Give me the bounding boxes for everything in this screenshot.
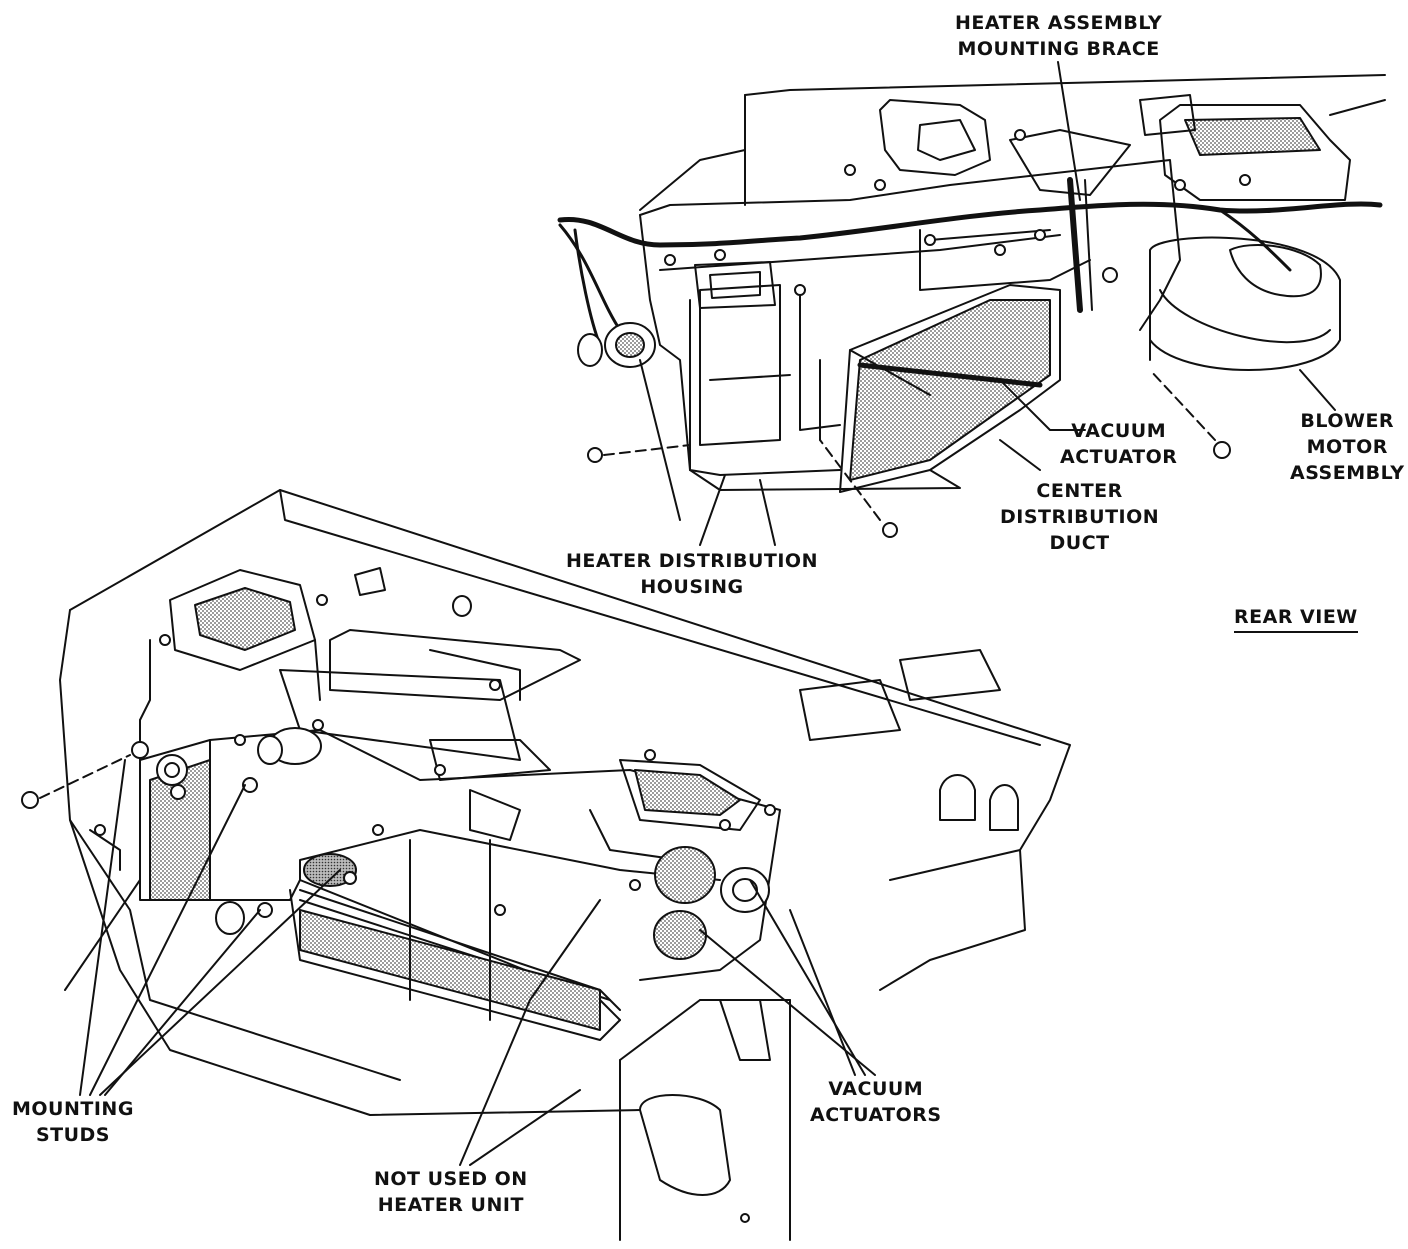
label-blower-line1: BLOWER (1300, 410, 1395, 432)
label-heater-housing-line1: HEATER DISTRIBUTION (566, 550, 818, 572)
label-heater-housing-line2: HOUSING (640, 576, 744, 598)
label-vacuum-actuator: VACUUM ACTUATOR (1060, 418, 1177, 470)
rear-view-assembly (557, 74, 1386, 538)
label-center-distribution-duct: CENTER DISTRIBUTION DUCT (1000, 478, 1159, 556)
label-not-used-line1: NOT USED ON (374, 1168, 528, 1190)
label-blower-line3: ASSEMBLY (1290, 462, 1405, 484)
label-vacuum-actuators: VACUUM ACTUATORS (810, 1076, 942, 1128)
rear-view-leaders (699, 61, 1336, 546)
label-center-duct-line3: DUCT (1049, 532, 1110, 554)
label-mounting-studs: MOUNTING STUDS (12, 1096, 134, 1148)
label-mounting-studs-line2: STUDS (35, 1124, 110, 1146)
label-vacuum-actuators-line1: VACUUM (828, 1078, 924, 1100)
label-not-used-line2: HEATER UNIT (377, 1194, 524, 1216)
label-vacuum-actuators-line2: ACTUATORS (810, 1104, 942, 1126)
label-rear-view: REAR VIEW (1234, 604, 1358, 633)
label-heater-brace-line2: MOUNTING BRACE (957, 38, 1160, 60)
label-heater-brace-line1: HEATER ASSEMBLY (955, 12, 1163, 34)
front-view-leaders (79, 759, 876, 1166)
label-blower-motor-assembly: BLOWER MOTOR ASSEMBLY (1290, 408, 1405, 486)
label-vacuum-actuator-line1: VACUUM (1071, 420, 1167, 442)
label-heater-distribution-housing: HEATER DISTRIBUTION HOUSING (566, 548, 818, 600)
label-mounting-studs-line1: MOUNTING (12, 1098, 134, 1120)
label-heater-assembly-mounting-brace: HEATER ASSEMBLY MOUNTING BRACE (955, 10, 1162, 62)
front-view-assembly (21, 489, 1071, 1241)
label-not-used-on-heater-unit: NOT USED ON HEATER UNIT (374, 1166, 528, 1218)
label-vacuum-actuator-line2: ACTUATOR (1060, 446, 1178, 468)
label-center-duct-line1: CENTER (1036, 480, 1123, 502)
label-blower-line2: MOTOR (1306, 436, 1388, 458)
label-center-duct-line2: DISTRIBUTION (1000, 506, 1160, 528)
